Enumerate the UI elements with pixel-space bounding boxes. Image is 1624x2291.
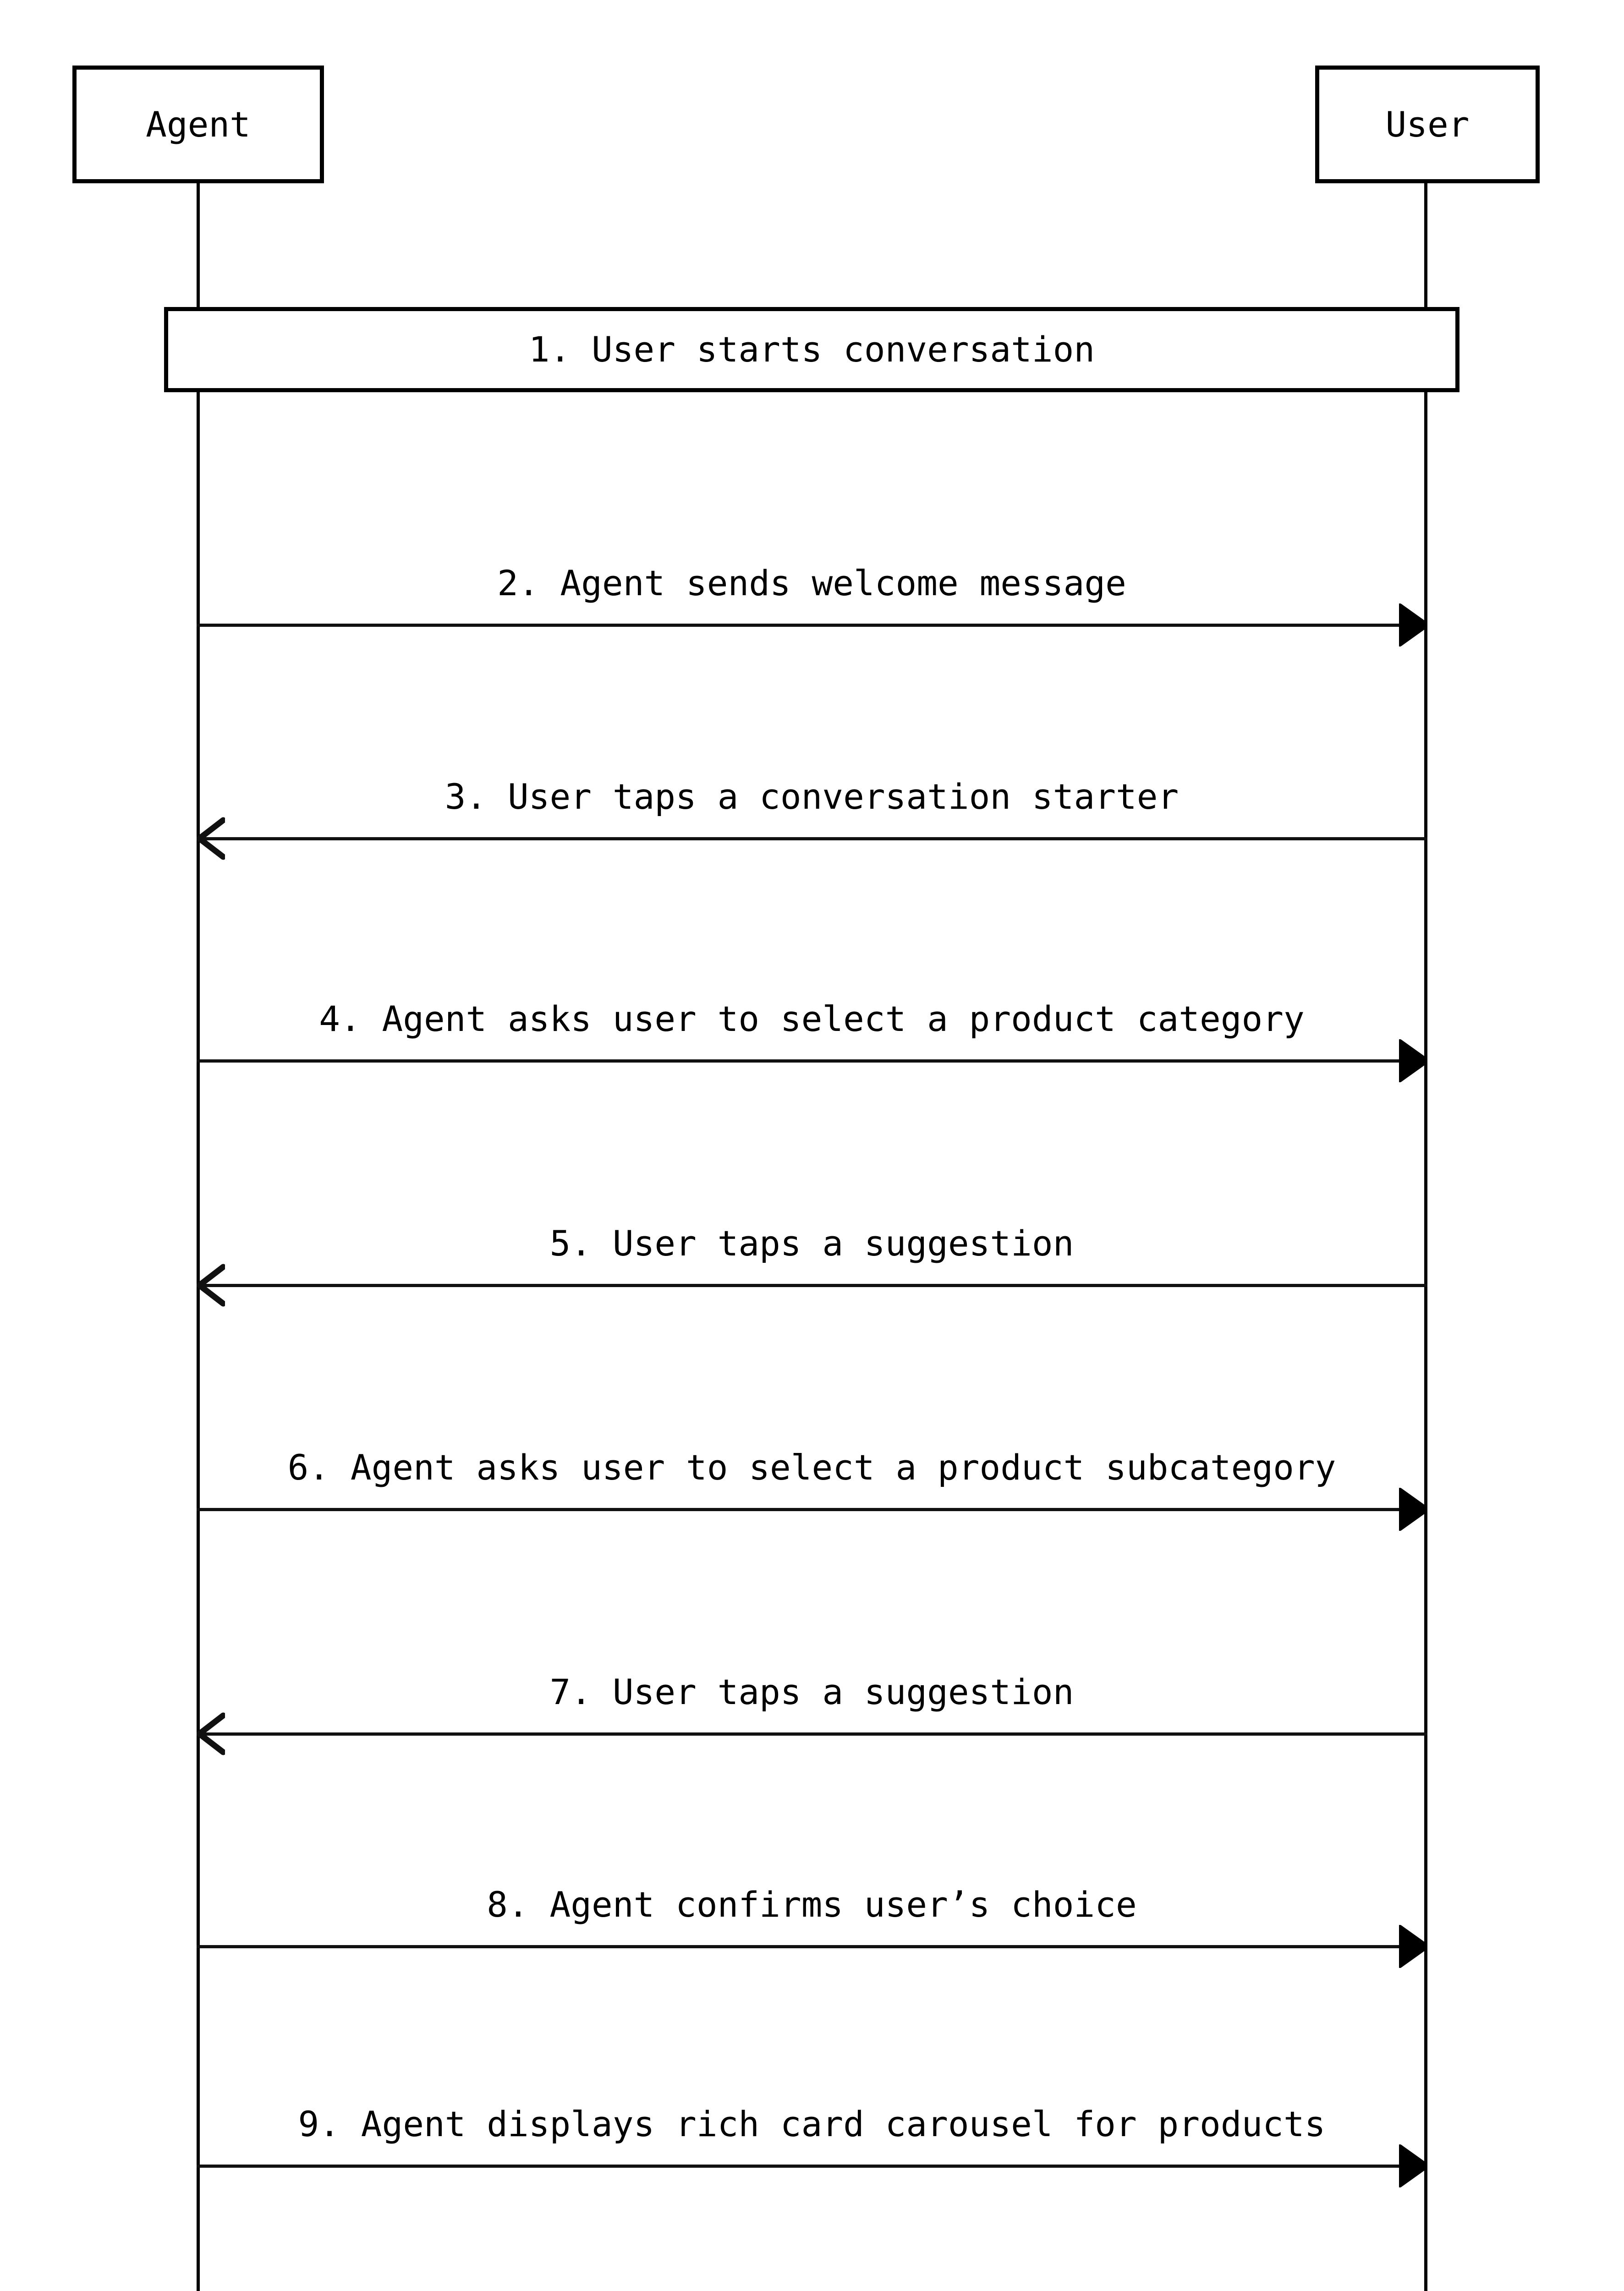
message-line-5 [196, 1284, 1427, 1287]
message-line-6 [196, 1508, 1427, 1511]
note-box-1: 1. User starts conversation [164, 307, 1459, 392]
message-label-2: 2. Agent sends welcome message [497, 563, 1126, 603]
message-label-7: 7. User taps a suggestion [549, 1672, 1074, 1712]
message-line-7 [196, 1732, 1427, 1736]
message-label-8: 8. Agent confirms user’s choice [487, 1884, 1137, 1925]
message-line-8 [196, 1945, 1427, 1948]
arrow-head-7-open-v [196, 1712, 225, 1756]
header-participant-agent[interactable]: Agent [72, 66, 324, 183]
message-line-9 [196, 2165, 1427, 2168]
message-label-4: 4. Agent asks user to select a product c… [319, 998, 1305, 1039]
arrow-head-4-filled-triangle [1399, 1039, 1427, 1083]
message-label-9: 9. Agent displays rich card carousel for… [298, 2104, 1326, 2144]
message-line-4 [196, 1059, 1427, 1063]
message-line-3 [196, 837, 1427, 840]
header-participant-label-user: User [1385, 104, 1470, 145]
arrow-head-5-open-v [196, 1263, 225, 1307]
message-label-5: 5. User taps a suggestion [549, 1223, 1074, 1264]
arrow-head-9-filled-triangle [1399, 2144, 1427, 2188]
message-label-3: 3. User taps a conversation starter [444, 776, 1179, 817]
arrow-head-8-filled-triangle [1399, 1924, 1427, 1968]
header-participant-user[interactable]: User [1315, 66, 1540, 183]
arrow-head-6-filled-triangle [1399, 1487, 1427, 1531]
note-label-1: 1. User starts conversation [528, 329, 1095, 370]
message-label-6: 6. Agent asks user to select a product s… [287, 1447, 1336, 1488]
arrow-head-2-filled-triangle [1399, 603, 1427, 647]
message-line-2 [196, 624, 1427, 627]
lifeline-user [1424, 183, 1427, 2291]
arrow-head-3-open-v [196, 817, 225, 860]
header-participant-label-agent: Agent [146, 104, 251, 145]
lifeline-agent [196, 183, 200, 2291]
